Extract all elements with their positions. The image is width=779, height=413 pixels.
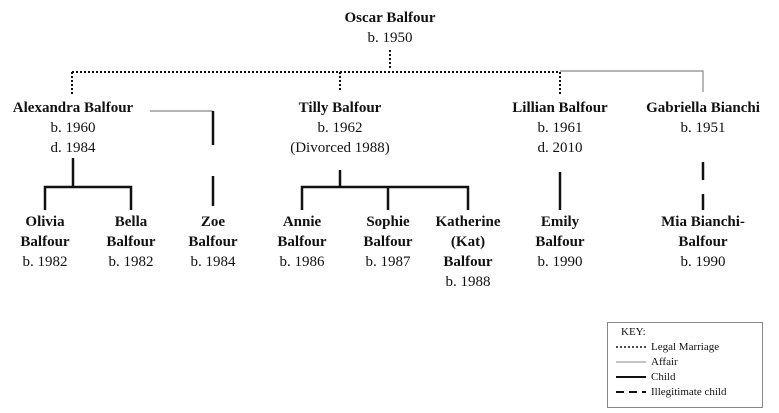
person-dates: d. 1984	[50, 140, 96, 156]
person-dates: d. 2010	[537, 140, 583, 156]
child-dates: b. 1987	[365, 254, 411, 270]
person-name: Alexandra Balfour	[12, 100, 134, 116]
illegitimate-child-lines	[211, 162, 705, 210]
child-name: (Kat)	[450, 234, 486, 250]
child-name: Emily	[540, 214, 580, 230]
person-name: Tilly Balfour	[298, 100, 382, 116]
legal-marriage-lines	[71, 50, 561, 95]
child-name: Balfour	[188, 234, 238, 250]
child-katherine-balfour: Katherine (Kat) Balfour b. 1988	[436, 212, 501, 292]
person-dates: (Divorced 1988)	[290, 140, 390, 156]
person-dates: b. 1950	[367, 30, 413, 46]
child-emily-balfour: Emily Balfour b. 1990	[535, 212, 584, 272]
child-sophie-balfour: Sophie Balfour b. 1987	[363, 212, 412, 272]
child-dates: b. 1990	[680, 254, 726, 270]
person-dates: b. 1961	[537, 120, 583, 136]
child-name: Balfour	[678, 234, 728, 250]
child-dates: b. 1984	[190, 254, 236, 270]
child-zoe-balfour: Zoe Balfour b. 1984	[188, 212, 237, 272]
child-dates: b. 1982	[108, 254, 154, 270]
person-tilly-balfour: Tilly Balfour b. 1962 (Divorced 1988)	[290, 98, 390, 158]
child-name: Katherine	[435, 214, 501, 230]
child-name: Balfour	[535, 234, 585, 250]
child-dates: b. 1982	[22, 254, 68, 270]
child-name: Balfour	[20, 234, 70, 250]
key-child: Child	[651, 371, 676, 383]
person-dates: b. 1962	[317, 120, 363, 136]
child-name: Sophie	[366, 214, 410, 230]
child-dates: b. 1988	[445, 274, 491, 290]
person-name: Oscar Balfour	[344, 10, 436, 26]
child-name: Balfour	[106, 234, 156, 250]
child-name: Olivia	[25, 214, 65, 230]
child-name: Bella	[114, 214, 148, 230]
child-olivia-balfour: Olivia Balfour b. 1982	[20, 212, 69, 272]
person-oscar-balfour: Oscar Balfour b. 1950	[345, 8, 436, 48]
person-dates: b. 1951	[680, 120, 726, 136]
child-mia-bianchi-balfour: Mia Bianchi- Balfour b. 1990	[661, 212, 745, 272]
person-name: Gabriella Bianchi	[646, 100, 760, 116]
child-name: Balfour	[363, 234, 413, 250]
affair-lines	[150, 70, 704, 112]
key-affair: Affair	[651, 356, 678, 368]
child-name: Zoe	[200, 214, 226, 230]
child-bella-balfour: Bella Balfour b. 1982	[106, 212, 155, 272]
child-name: Mia Bianchi-	[661, 214, 745, 230]
person-lillian-balfour: Lillian Balfour b. 1961 d. 2010	[512, 98, 607, 158]
person-dates: b. 1960	[50, 120, 96, 136]
child-name: Annie	[282, 214, 322, 230]
person-alexandra-balfour: Alexandra Balfour b. 1960 d. 1984	[13, 98, 133, 158]
key-illegitimate-child: Illegitimate child	[651, 386, 727, 398]
person-name: Lillian Balfour	[512, 100, 608, 116]
child-dates: b. 1986	[279, 254, 325, 270]
child-annie-balfour: Annie Balfour b. 1986	[277, 212, 326, 272]
child-dates: b. 1990	[537, 254, 583, 270]
key-legal-marriage: Legal Marriage	[651, 341, 720, 353]
key-line-samples	[616, 346, 646, 393]
child-name: Balfour	[443, 254, 493, 270]
person-gabriella-bianchi: Gabriella Bianchi b. 1951	[646, 98, 760, 138]
key-title: KEY:	[621, 326, 646, 338]
legend-key: KEY: Legal Marriage Affair Child Illegit…	[607, 322, 763, 408]
child-name: Balfour	[277, 234, 327, 250]
child-lines	[43, 111, 562, 210]
